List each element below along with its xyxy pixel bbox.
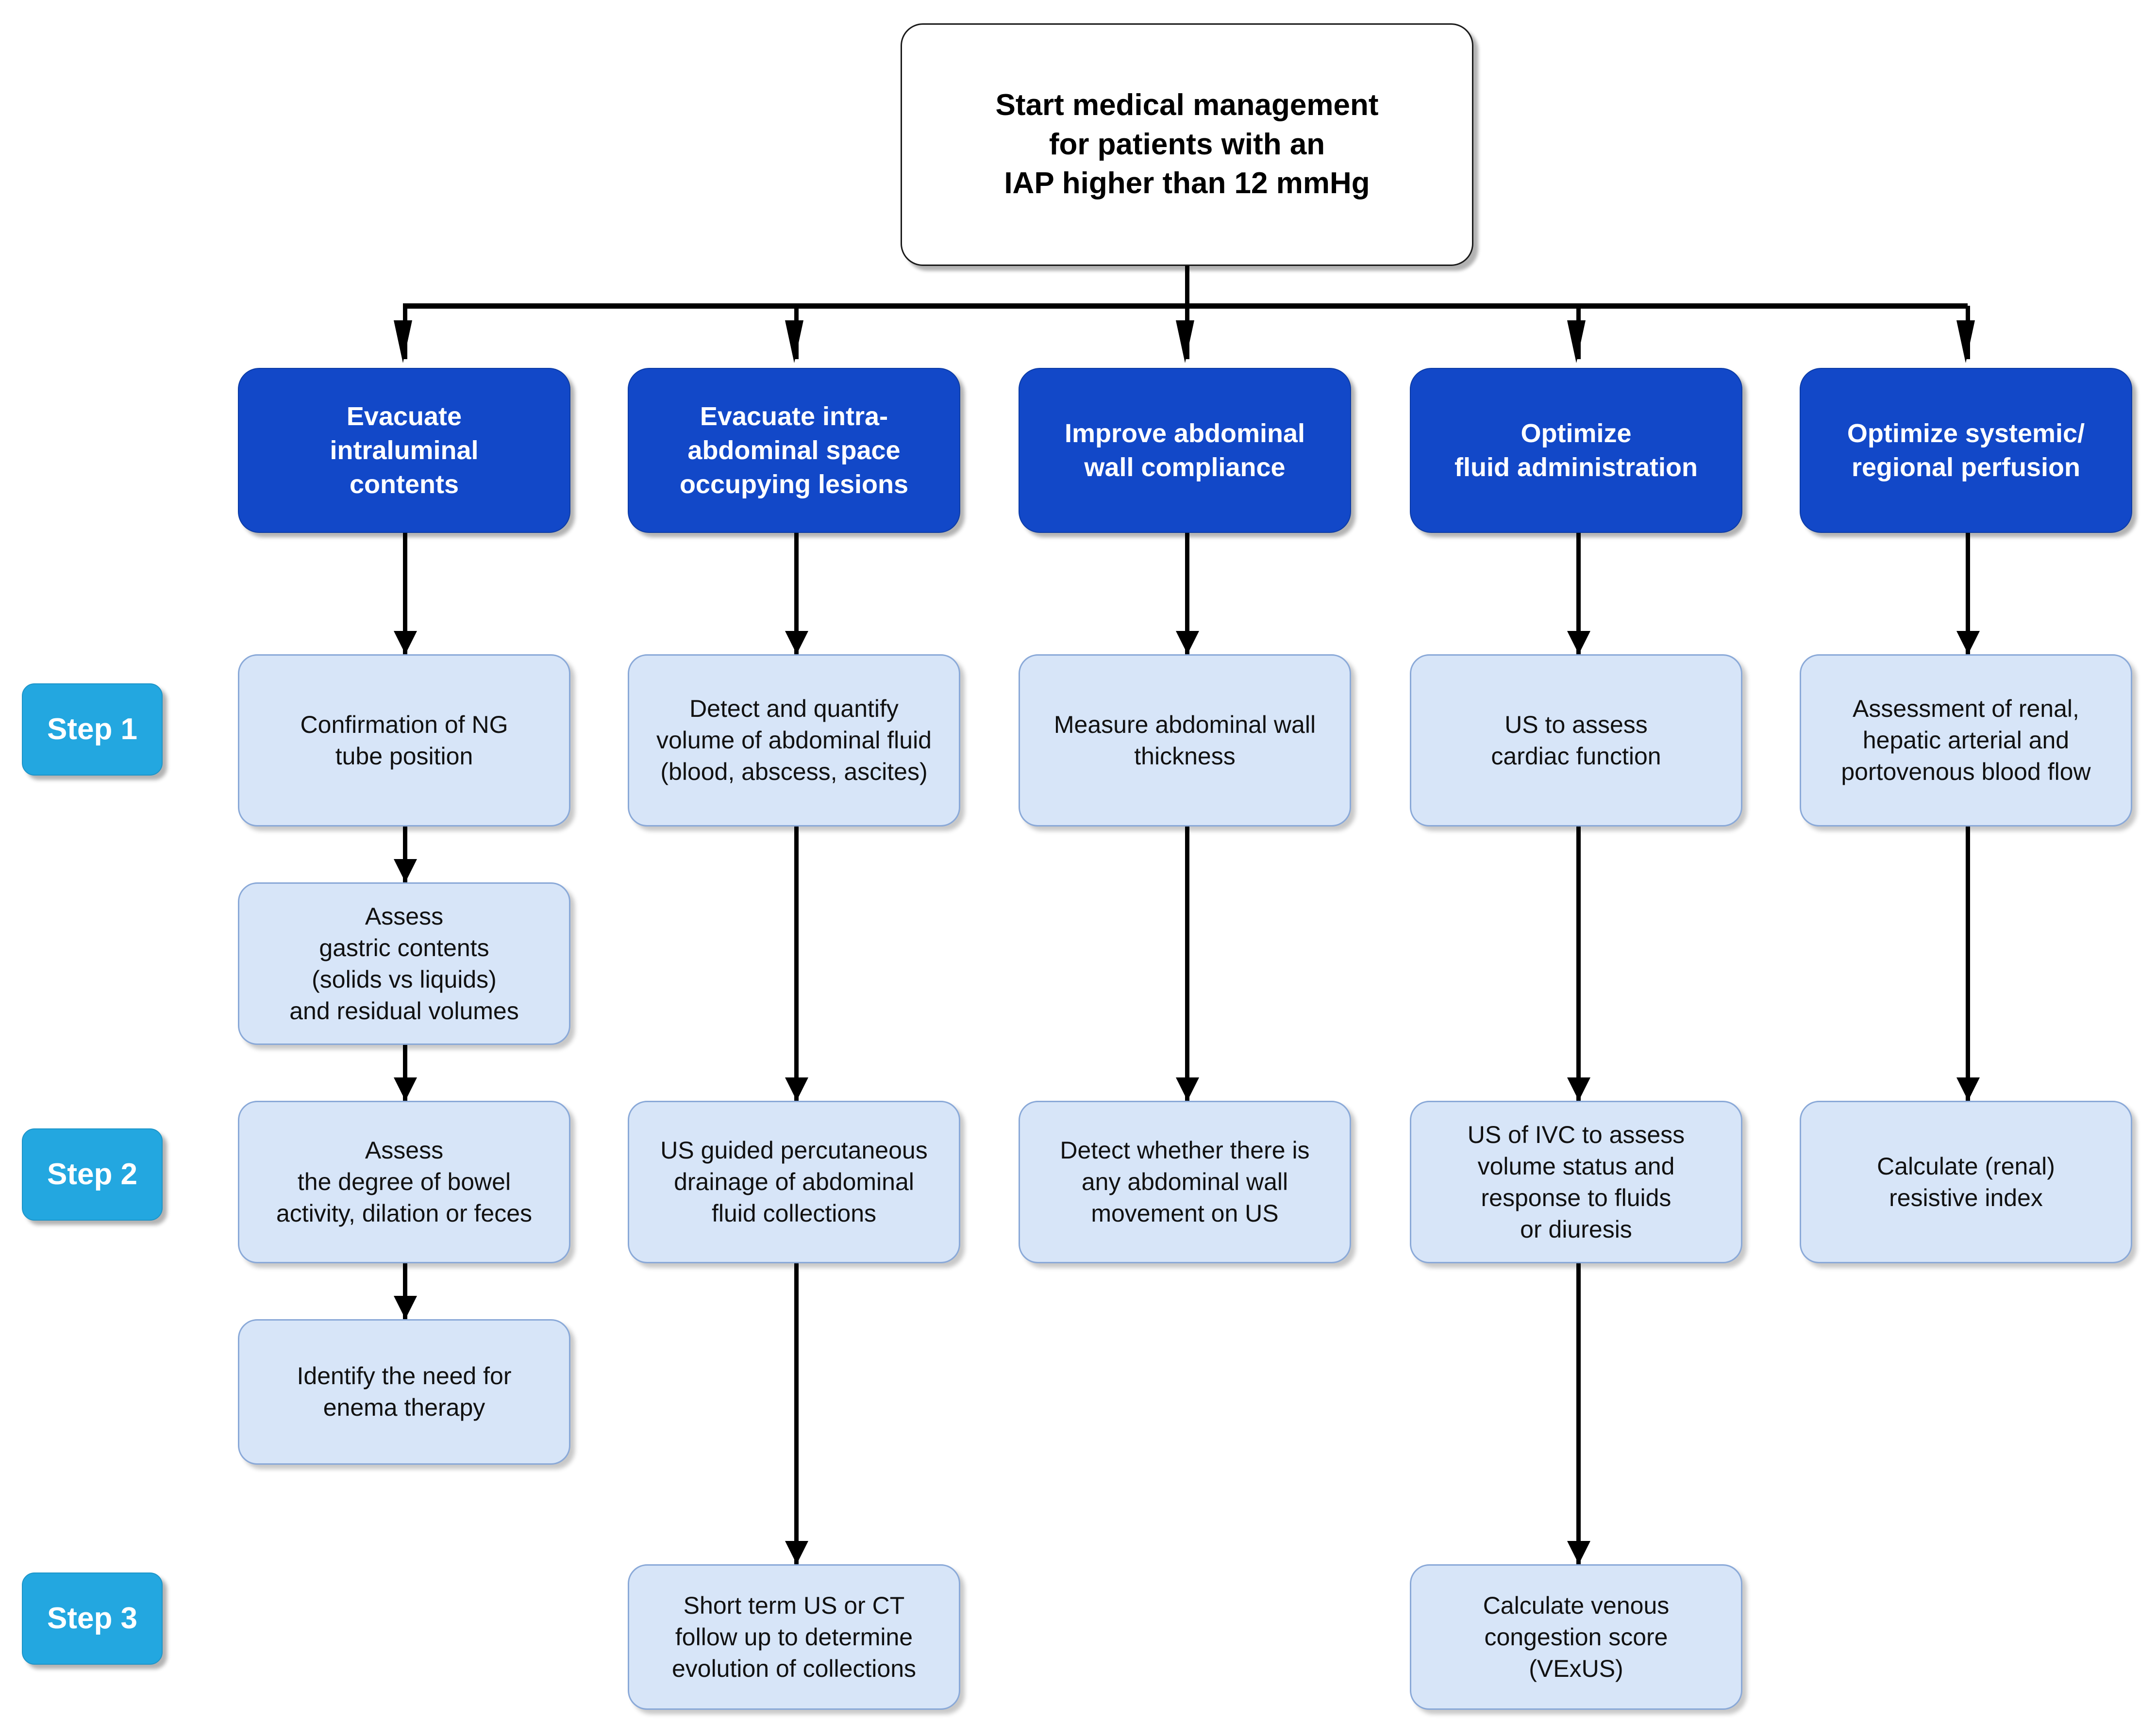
action-node-short-term-us-ct-followup: Short term US or CT follow up to determi… [628,1564,960,1710]
action-node-us-assess-cardiac-function: US to assess cardiac function [1410,654,1742,827]
arrowhead-branch-5 [1956,320,1975,363]
connector-c4-s2-to-s3 [1576,1263,1581,1564]
connector-c3-h-to-s1 [1185,533,1189,654]
connector-c2-h-to-s1 [794,533,799,654]
arrowhead-c3-s1 [1176,631,1199,654]
arrowhead-c4-s1 [1567,631,1590,654]
action-node-identify-need-enema-therapy: Identify the need for enema therapy [238,1319,570,1465]
connector-c1-s1b-to-s2 [403,1045,407,1101]
arrowhead-c3-s2 [1176,1077,1199,1101]
action-node-us-ivc-volume-status: US of IVC to assess volume status and re… [1410,1101,1742,1263]
arrowhead-branch-4 [1567,320,1586,363]
category-header-evacuate-intra-abdominal-lesions: Evacuate intra- abdominal space occupyin… [628,368,960,533]
action-node-assessment-renal-hepatic-portovenous: Assessment of renal, hepatic arterial an… [1800,654,2132,827]
connector-c4-h-to-s1 [1576,533,1581,654]
connector-c2-s2-to-s3 [794,1263,799,1564]
connector-c1-h-to-s1 [403,533,407,654]
action-node-assess-gastric-contents: Assess gastric contents (solids vs liqui… [238,882,570,1045]
action-node-detect-abdominal-wall-movement: Detect whether there is any abdominal wa… [1019,1101,1351,1263]
step-badge-1: Step 1 [22,683,163,776]
arrowhead-branch-3 [1176,320,1194,363]
arrowhead-branch-1 [394,320,412,363]
arrowhead-c5-s1 [1956,631,1980,654]
connector-c1-s2-to-s2b [403,1263,407,1319]
arrowhead-c1-s2b [394,1296,417,1319]
arrowhead-c1-s2 [394,1077,417,1101]
action-node-us-guided-percutaneous-drainage: US guided percutaneous drainage of abdom… [628,1101,960,1263]
arrowhead-c1-s1 [394,631,417,654]
connector-c2-s1-to-s2 [794,827,799,1101]
arrowhead-c4-s2 [1567,1077,1590,1101]
arrowhead-c2-s3 [785,1541,808,1564]
arrowhead-c1-s1b [394,859,417,882]
step-badge-3: Step 3 [22,1572,163,1665]
action-node-assess-bowel-activity: Assess the degree of bowel activity, dil… [238,1101,570,1263]
step-badge-2: Step 2 [22,1128,163,1221]
action-node-detect-quantify-abdominal-fluid: Detect and quantify volume of abdominal … [628,654,960,827]
category-header-evacuate-intraluminal-contents: Evacuate intraluminal contents [238,368,570,533]
action-node-calculate-renal-resistive-index: Calculate (renal) resistive index [1800,1101,2132,1263]
arrowhead-c5-s2 [1956,1077,1980,1101]
action-node-calculate-venous-congestion-score: Calculate venous congestion score (VExUS… [1410,1564,1742,1710]
arrowhead-c2-s1 [785,631,808,654]
category-header-optimize-fluid-administration: Optimize fluid administration [1410,368,1742,533]
connector-c4-s1-to-s2 [1576,827,1581,1101]
connector-c3-s1-to-s2 [1185,827,1189,1101]
connector-c5-h-to-s1 [1966,533,1970,654]
arrowhead-c4-s3 [1567,1541,1590,1564]
category-header-improve-abdominal-wall-compliance: Improve abdominal wall compliance [1019,368,1351,533]
action-node-measure-abdominal-wall-thickness: Measure abdominal wall thickness [1019,654,1351,827]
connector-c1-s1-to-s1b [403,827,407,882]
start-node: Start medical management for patients wi… [901,23,1473,266]
action-node-confirmation-ng-tube: Confirmation of NG tube position [238,654,570,827]
arrowhead-branch-2 [785,320,803,363]
category-header-optimize-systemic-regional-perfusion: Optimize systemic/ regional perfusion [1800,368,2132,533]
arrowhead-c2-s2 [785,1077,808,1101]
connector-c5-s1-to-s2 [1966,827,1970,1101]
